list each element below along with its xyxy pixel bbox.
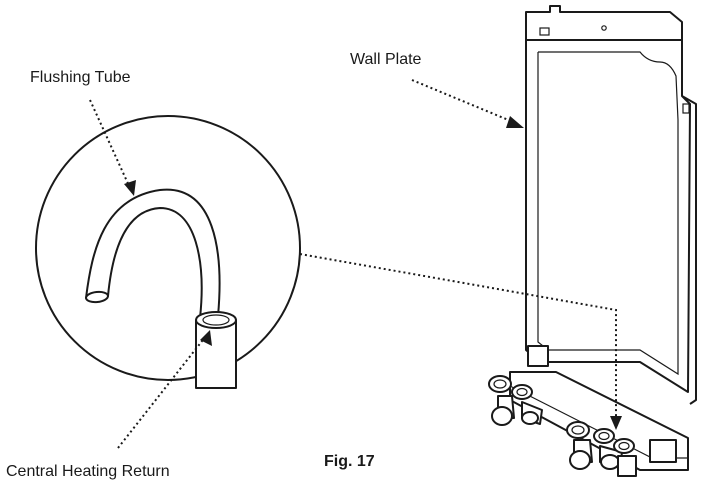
wall-plate-side-flange (681, 95, 697, 405)
detail-circle-outline (35, 115, 301, 381)
label-central-heating-return: Central Heating Return (6, 463, 170, 480)
return-pipe-body (195, 319, 237, 389)
leader-detail-location (299, 253, 617, 420)
valve (613, 438, 637, 477)
wall-plate-slot (539, 27, 550, 36)
wall-plate-hole (601, 25, 607, 31)
detail-circle (35, 115, 301, 381)
wall-plate-frame-inner (537, 52, 679, 376)
leader-central-heating-return (117, 335, 207, 449)
leader-lines (89, 79, 622, 449)
wall-plate (509, 5, 697, 471)
label-flushing-tube: Flushing Tube (30, 69, 131, 86)
arrow-detail-location (610, 416, 622, 430)
return-pipe-opening (202, 314, 230, 326)
wall-plate-bracket (527, 345, 549, 367)
leader-flushing-tube (89, 99, 131, 189)
wall-plate-side-slot (682, 103, 690, 114)
arrow-flushing-tube (124, 180, 136, 196)
flushing-tube-end (85, 290, 109, 304)
figure-caption: Fig. 17 (324, 453, 375, 470)
arrow-wall-plate (506, 116, 524, 128)
label-wall-plate: Wall Plate (350, 51, 422, 68)
central-heating-return-pipe (195, 311, 237, 389)
isolation-valves (488, 375, 637, 477)
wall-plate-frame-notch (538, 51, 679, 121)
wall-plate-frame (525, 39, 691, 393)
leader-wall-plate (411, 79, 519, 125)
return-pipe-rim (195, 311, 237, 329)
valve (488, 375, 515, 426)
valve (566, 421, 593, 470)
valve (511, 384, 543, 425)
arrow-central-heating-return (200, 330, 212, 346)
valve-rail-foot (649, 439, 677, 463)
